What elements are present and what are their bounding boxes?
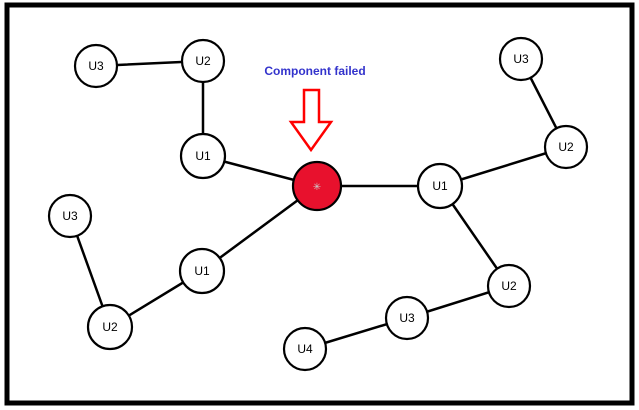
node-circle-u2-lower-right [486,263,532,309]
node-label: U3 [513,52,529,66]
node-circle-u3-top-left [73,43,119,89]
node-circle-u3-left-mid [47,193,93,239]
node-label: U1 [195,149,211,163]
node-label: U1 [432,179,448,193]
node-label: U1 [194,264,210,278]
node-circle-u2-upper-right [543,124,589,170]
node-label: U2 [501,279,517,293]
node-label: U3 [88,59,104,73]
node-label: U2 [102,320,118,334]
node-label: U2 [195,54,211,68]
failed-node-label: ✳ [313,182,321,193]
node-circle-u1-right [416,162,464,210]
node-label: U3 [62,209,78,223]
node-circle-u3-lower-mid [384,295,430,341]
node-circle-u1-mid-left [179,132,227,180]
node-circle-u4-bottom [282,326,328,372]
node-circle-u2-top [180,38,226,84]
diagram-border [4,2,635,406]
annotation-component-failed: Component failed [264,64,365,78]
node-label: U2 [558,140,574,154]
node-circle-u2-bottom-left [86,303,134,351]
node-label: U4 [297,342,313,356]
node-circle-failed [291,160,343,212]
node-circle-u3-top-right [498,36,544,82]
node-circle-u1-lower-left [178,247,226,295]
failure-arrow-icon [288,88,334,153]
node-label: U3 [399,311,415,325]
